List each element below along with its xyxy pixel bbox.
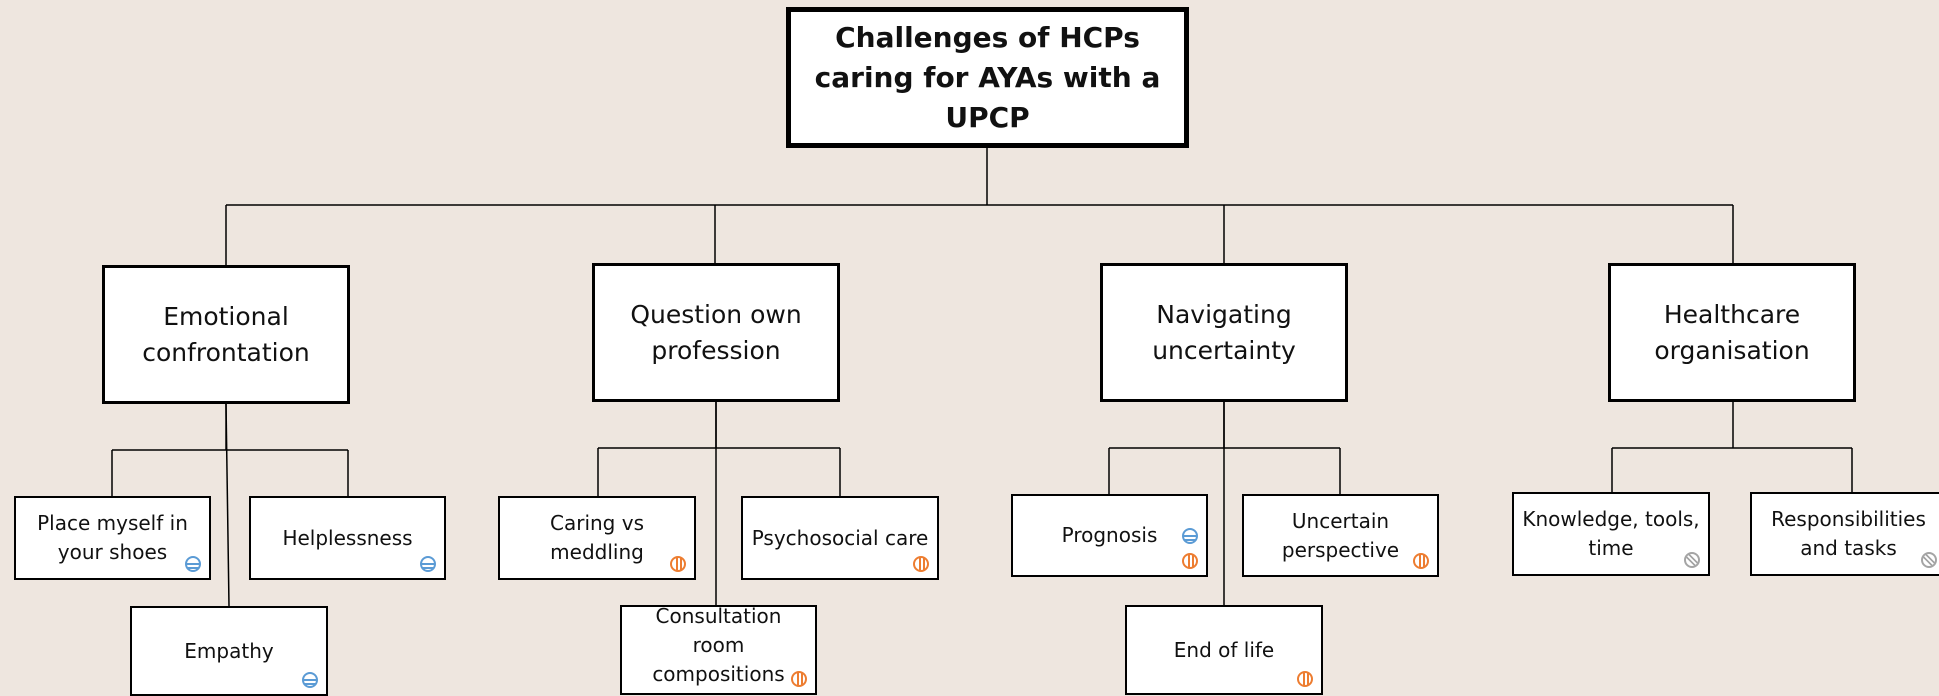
- theme-healthcare-organisation: Healthcare organisation: [1608, 263, 1856, 402]
- subtheme-label: Consultation room compositions: [652, 603, 785, 686]
- subtheme-label: Caring vs meddling: [550, 511, 644, 564]
- connector: [225, 402, 230, 607]
- root-node-label: Challenges of HCPs caring for AYAs with …: [814, 20, 1161, 134]
- subtheme-uncertain-perspective: Uncertain perspective: [1242, 494, 1439, 577]
- root-node: Challenges of HCPs caring for AYAs with …: [786, 7, 1189, 148]
- orange-lines-icon: [913, 556, 929, 572]
- subtheme-label: Responsibilities and tasks: [1771, 507, 1926, 560]
- theme-question-own-profession: Question own profession: [592, 263, 840, 402]
- subtheme-label: Place myself in your shoes: [37, 511, 188, 564]
- subtheme-label: Prognosis: [1061, 523, 1158, 547]
- subtheme-end-of-life: End of life: [1125, 605, 1323, 695]
- subtheme-label: Uncertain perspective: [1281, 508, 1400, 562]
- subtheme-caring-vs-meddling: Caring vs meddling: [498, 496, 696, 580]
- theme-label: Navigating uncertainty: [1152, 299, 1296, 365]
- theme-label: Healthcare organisation: [1654, 299, 1810, 365]
- subtheme-prognosis: Prognosis: [1011, 494, 1208, 577]
- blue-lines-icon: [185, 556, 201, 572]
- subtheme-psychosocial-care: Psychosocial care: [741, 496, 939, 580]
- blue-lines-icon: [420, 556, 436, 572]
- grey-hatched-icon: [1921, 552, 1937, 568]
- theme-emotional-confrontation: Emotional confrontation: [102, 265, 350, 404]
- orange-lines-icon: [791, 671, 807, 687]
- orange-lines-icon: [670, 556, 686, 572]
- grey-hatched-icon: [1684, 552, 1700, 568]
- theme-label: Emotional confrontation: [142, 301, 310, 367]
- subtheme-label: Empathy: [184, 638, 274, 663]
- subtheme-label: End of life: [1173, 637, 1275, 662]
- theme-navigating-uncertainty: Navigating uncertainty: [1100, 263, 1348, 402]
- subtheme-label: Helplessness: [282, 525, 413, 550]
- subtheme-responsibilities-and-tasks: Responsibilities and tasks: [1750, 492, 1939, 576]
- subtheme-consultation-room-compositions: Consultation room compositions: [620, 603, 817, 695]
- subtheme-place-myself-in-your-shoes: Place myself in your shoes: [14, 496, 211, 580]
- orange-lines-icon: [1182, 553, 1198, 569]
- blue-lines-icon: [1182, 528, 1198, 544]
- subtheme-knowledge-tools-time: Knowledge, tools, time: [1512, 492, 1710, 576]
- subtheme-label: Knowledge, tools, time: [1522, 507, 1700, 560]
- subtheme-label: Psychosocial care: [751, 525, 929, 550]
- orange-lines-icon: [1413, 553, 1429, 569]
- theme-label: Question own profession: [630, 299, 802, 365]
- blue-lines-icon: [302, 672, 318, 688]
- subtheme-helplessness: Helplessness: [249, 496, 446, 580]
- orange-lines-icon: [1297, 671, 1313, 687]
- subtheme-empathy: Empathy: [130, 606, 328, 696]
